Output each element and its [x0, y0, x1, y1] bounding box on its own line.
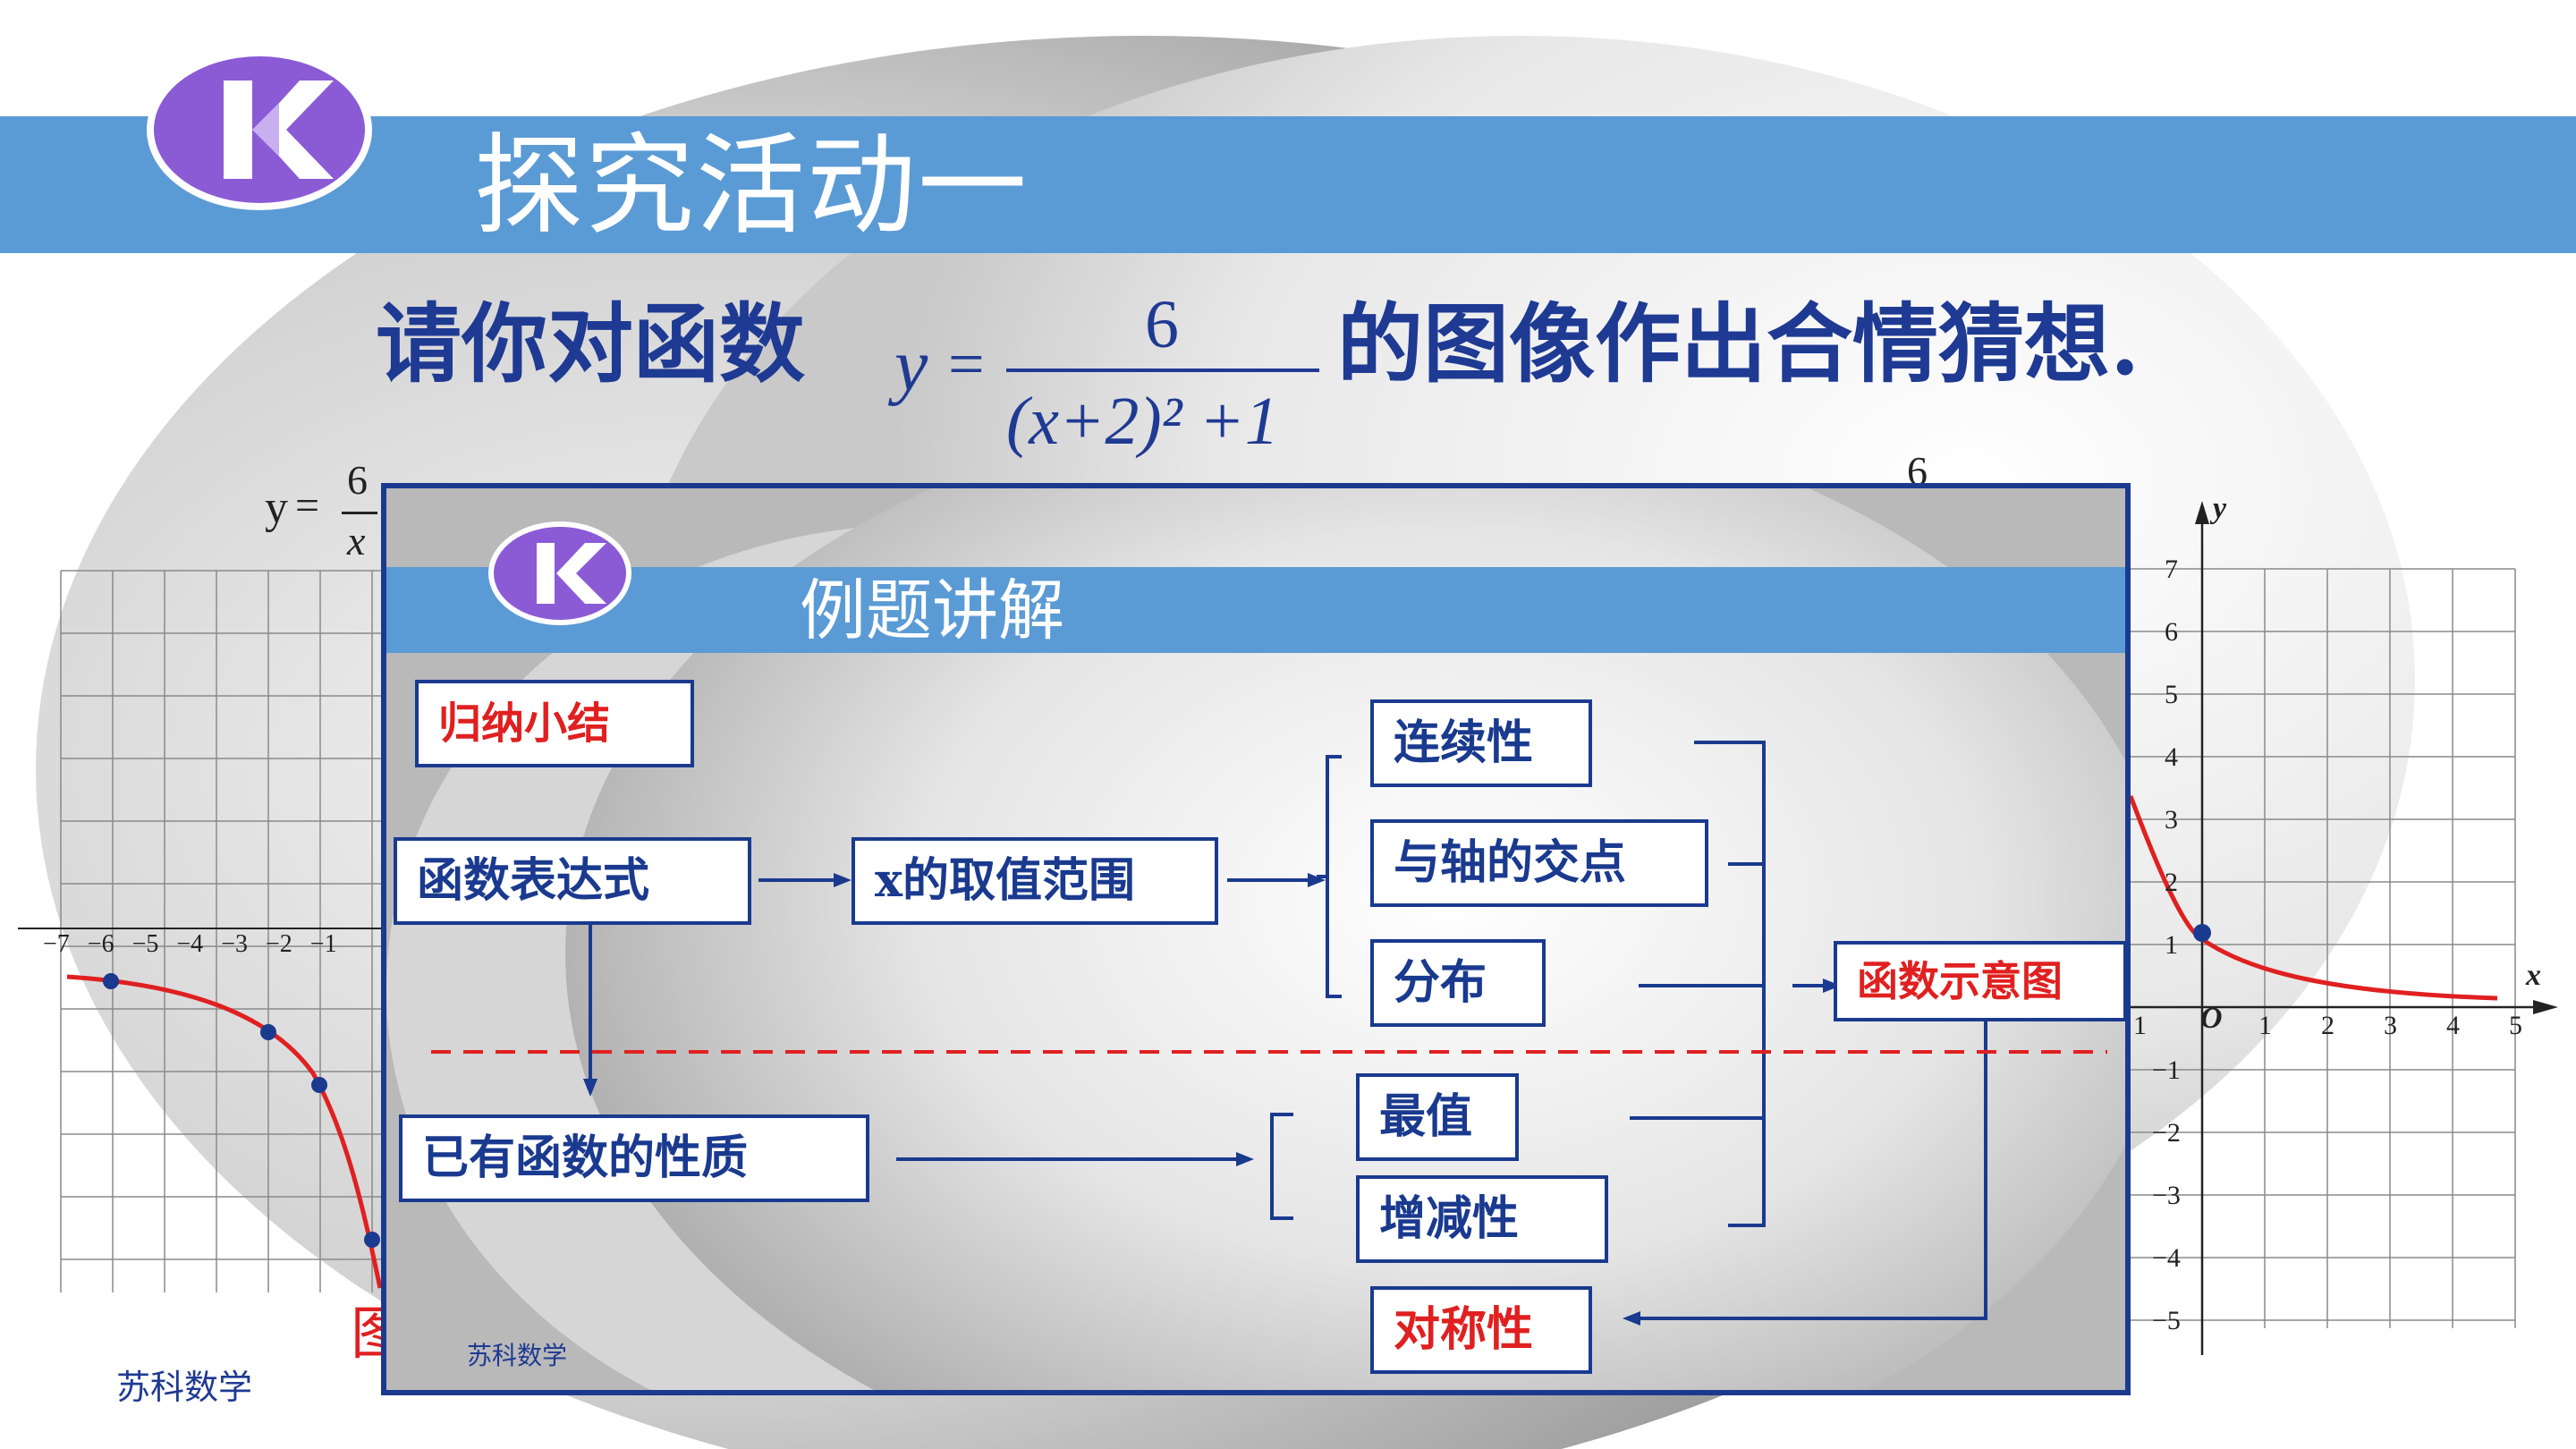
right-x-label: x	[2526, 959, 2541, 992]
question-prefix: 请你对函数	[376, 293, 805, 394]
box-existing: 已有函数的性质	[399, 1114, 869, 1202]
right-formula-fragment: 6	[1907, 448, 1928, 494]
formula-eq: =	[948, 328, 985, 400]
tick: −5	[131, 930, 159, 958]
tick: −1	[309, 930, 337, 958]
right-y-label: y	[2213, 492, 2227, 525]
tick: 3	[2384, 1011, 2397, 1040]
tick: 6	[2165, 617, 2178, 647]
title-band	[0, 116, 2576, 253]
tick: 1	[2258, 1011, 2272, 1040]
brand-logo	[147, 49, 372, 210]
left-formula-num: 6	[347, 457, 368, 503]
left-formula-den: x	[347, 518, 366, 564]
box-summary: 归纳小结	[415, 680, 694, 767]
inner-title: 例题讲解	[800, 572, 1064, 649]
box-extreme: 最值	[1356, 1073, 1519, 1161]
left-formula-eq: =	[295, 482, 320, 530]
tick: 3	[2165, 805, 2178, 835]
box-domain: x的取值范围	[852, 837, 1218, 925]
page-title: 探究活动一	[474, 123, 1029, 250]
left-curve	[66, 974, 383, 1289]
formula-y: y	[894, 324, 928, 407]
tick: 1	[2165, 930, 2178, 960]
flow-connectors	[431, 741, 2107, 1326]
tick: 4	[2446, 1011, 2460, 1040]
tick: −1	[2152, 1055, 2181, 1085]
right-origin: O	[2200, 1002, 2223, 1035]
box-sketch: 函数示意图	[1834, 941, 2125, 1021]
tick: −6	[87, 930, 114, 958]
tick: 7	[2165, 555, 2178, 584]
tick: 4	[2165, 742, 2178, 772]
left-point	[103, 973, 119, 989]
inner-title-band	[386, 567, 2125, 653]
footer-brand: 苏科数学	[116, 1368, 253, 1407]
right-point	[2193, 924, 2211, 942]
inner-logo	[488, 521, 631, 625]
tick: 2	[2321, 1011, 2334, 1040]
left-fraction-bar	[342, 512, 377, 514]
tick: −5	[2152, 1306, 2181, 1335]
tick: 2	[2165, 868, 2178, 897]
tick: −4	[176, 930, 204, 958]
left-graph	[18, 570, 394, 1292]
inner-slide: 例题讲解 归纳小	[381, 483, 2131, 1395]
right-curve	[2131, 795, 2498, 1001]
box-expression: 函数表达式	[394, 837, 751, 925]
left-point	[311, 1077, 327, 1093]
left-point	[260, 1024, 276, 1040]
tick: −2	[265, 930, 292, 958]
tick: −3	[221, 930, 248, 958]
inner-footer-brand: 苏科数学	[467, 1341, 568, 1370]
tick: −3	[2152, 1181, 2181, 1210]
left-point	[364, 1232, 380, 1248]
box-symmetry: 对称性	[1370, 1286, 1592, 1374]
left-x-ticks: −7 −6 −5 −4 −3 −2 −1	[43, 930, 392, 959]
box-intersections: 与轴的交点	[1370, 819, 1708, 907]
fraction-bar	[1006, 369, 1319, 372]
tick: 5	[2509, 1011, 2522, 1040]
tick: −7	[43, 930, 70, 958]
tick: 1	[2133, 1011, 2147, 1040]
tick: −2	[2152, 1118, 2181, 1148]
formula-numerator: 6	[1145, 287, 1179, 362]
tick: −4	[2152, 1243, 2181, 1273]
tick: 5	[2165, 680, 2178, 709]
left-formula-y: y	[265, 482, 288, 533]
formula-denominator: (x+2)² +1	[1006, 384, 1279, 459]
box-continuity: 连续性	[1370, 699, 1592, 787]
box-distribution: 分布	[1370, 939, 1546, 1027]
right-graph	[2131, 501, 2558, 1355]
question-suffix: 的图像作出合情猜想.	[1337, 293, 2140, 394]
box-monotonic: 增减性	[1356, 1175, 1608, 1263]
